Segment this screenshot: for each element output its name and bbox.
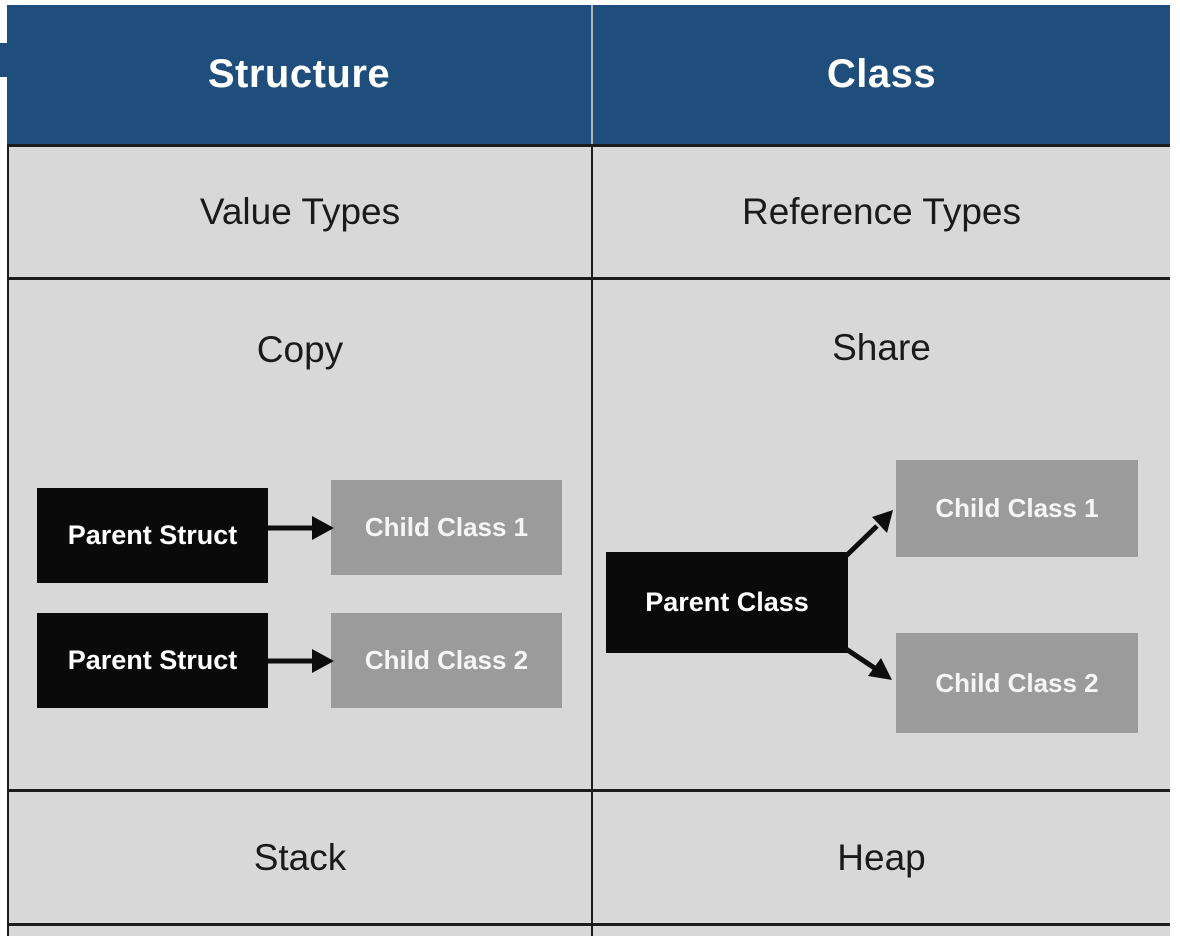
child-class-1-label-left: Child Class 1 <box>364 512 529 542</box>
column-divider <box>591 147 593 936</box>
border-under-memory-row <box>7 923 1170 926</box>
share-label: Share <box>832 327 931 368</box>
cell-stack: Stack <box>9 792 591 923</box>
row-partial-background <box>7 926 1170 936</box>
parent-class-label: Parent Class <box>645 587 809 617</box>
row-types-background <box>7 147 1170 277</box>
border-under-types-row <box>7 277 1170 280</box>
stack-label: Stack <box>253 836 347 878</box>
cell-share: Share <box>593 308 1170 388</box>
child-class-1-box-right: Child Class 1 <box>896 460 1138 557</box>
parent-struct-box-2: Parent Struct <box>37 613 268 708</box>
border-under-semantics-row <box>7 789 1170 792</box>
child-class-2-box-right: Child Class 2 <box>896 633 1138 733</box>
header-label-structure: Structure <box>207 52 391 96</box>
table-left-border <box>7 147 9 936</box>
header-cell-structure: Structure <box>7 5 591 144</box>
row-memory-background <box>7 792 1170 923</box>
parent-struct-box-1: Parent Struct <box>37 488 268 583</box>
child-class-2-label-left: Child Class 2 <box>364 645 529 675</box>
value-types-label: Value Types <box>199 191 401 232</box>
copy-label: Copy <box>256 329 344 370</box>
parent-struct-label-1: Parent Struct <box>67 520 238 550</box>
parent-struct-label-2: Parent Struct <box>67 645 238 675</box>
header-label-class: Class <box>826 52 937 96</box>
child-class-2-label-right: Child Class 2 <box>935 667 1099 698</box>
header-column-divider <box>591 5 593 144</box>
header-edge-notch <box>0 43 9 77</box>
cell-value-types: Value Types <box>9 147 591 277</box>
reference-types-label: Reference Types <box>741 191 1022 232</box>
child-class-2-box-left: Child Class 2 <box>331 613 562 708</box>
parent-class-box: Parent Class <box>606 552 848 653</box>
border-under-header <box>7 144 1170 147</box>
child-class-1-box-left: Child Class 1 <box>331 480 562 575</box>
cell-reference-types: Reference Types <box>593 147 1170 277</box>
cell-heap: Heap <box>593 792 1170 923</box>
header-cell-class: Class <box>593 5 1170 144</box>
child-class-1-label-right: Child Class 1 <box>935 493 1099 523</box>
cell-copy: Copy <box>9 310 591 390</box>
heap-label: Heap <box>837 836 926 878</box>
